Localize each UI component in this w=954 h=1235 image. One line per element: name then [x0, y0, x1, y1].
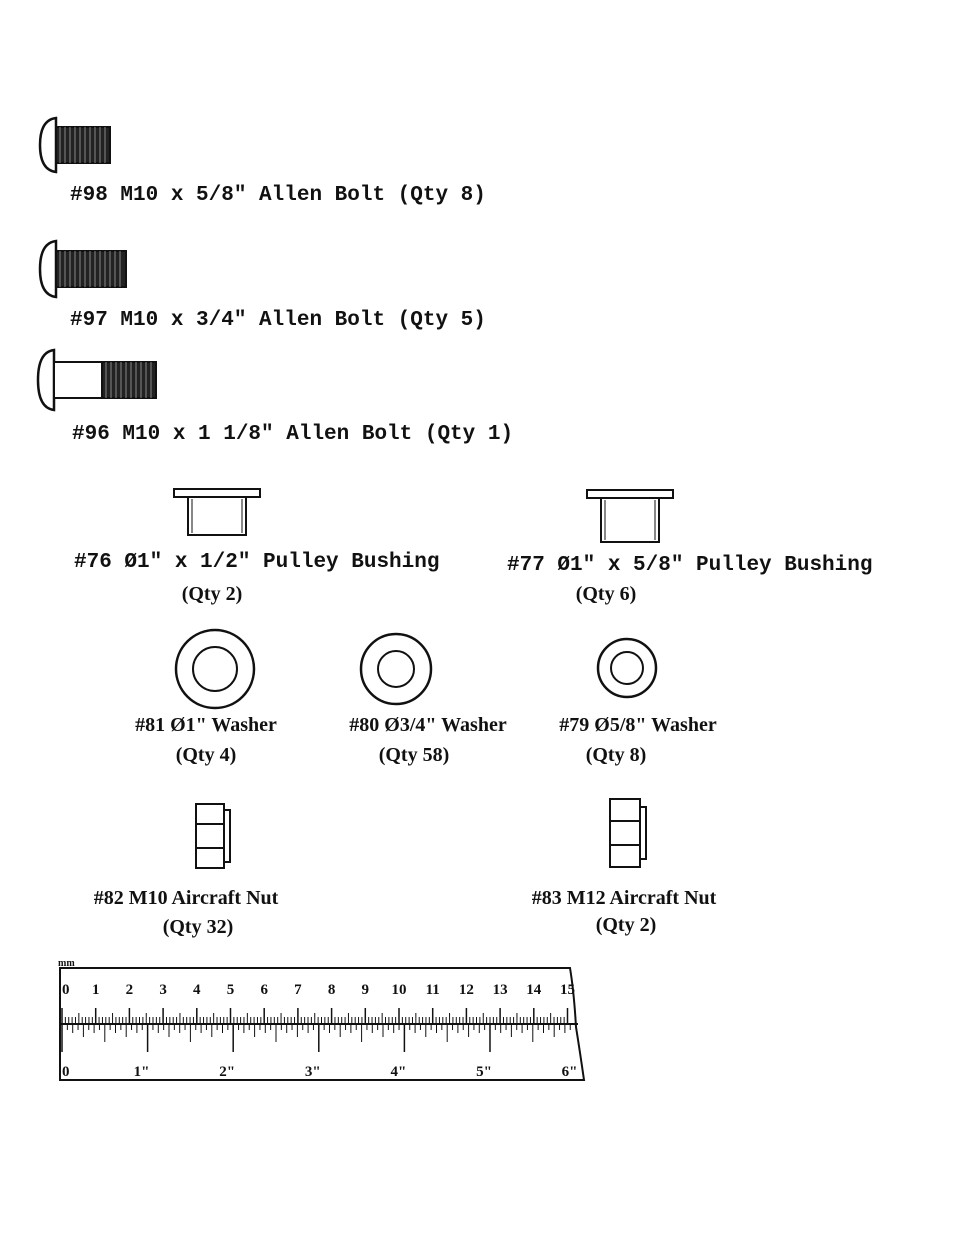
washer-81-qty: (Qty 4)	[175, 744, 237, 766]
washer-81-illustration	[174, 628, 256, 710]
bushing-76-illustration	[173, 488, 261, 536]
washer-79-label: #79 Ø5/8" Washer	[559, 714, 717, 736]
ruler-cm-label: 5	[227, 982, 235, 998]
bolt-97-label: #97 M10 x 3/4" Allen Bolt (Qty 5)	[70, 309, 486, 332]
ruler-cm-label: 3	[159, 982, 167, 998]
ruler-inch-label: 0	[62, 1064, 70, 1080]
washer-80-label: #80 Ø3/4" Washer	[349, 714, 507, 736]
ruler-cm-label: 12	[459, 982, 474, 998]
ruler-cm-label: 1	[92, 982, 100, 998]
washer-79-illustration	[596, 637, 658, 699]
washer-79-qty: (Qty 8)	[585, 744, 647, 766]
bushing-76-qty: (Qty 2)	[181, 583, 243, 605]
washer-80-qty: (Qty 58)	[378, 744, 450, 766]
bushing-77-illustration	[586, 489, 674, 543]
bushing-77-label: #77 Ø1" x 5/8" Pulley Bushing	[507, 554, 873, 577]
bolt-96-label: #96 M10 x 1 1/8" Allen Bolt (Qty 1)	[72, 423, 514, 446]
nut-82-qty: (Qty 32)	[162, 916, 234, 938]
ruler-inch-label: 6"	[562, 1064, 578, 1080]
ruler-inch-labels: 0 1" 2" 3" 4" 5" 6"	[62, 1064, 578, 1080]
ruler-cm-label: 15	[560, 982, 575, 998]
ruler-mm-unit: mm	[58, 958, 75, 969]
bolt-98-label: #98 M10 x 5/8" Allen Bolt (Qty 8)	[70, 184, 486, 207]
nut-82-illustration	[195, 803, 231, 869]
bushing-77-qty: (Qty 6)	[575, 583, 637, 605]
bushing-76-label: #76 Ø1" x 1/2" Pulley Bushing	[74, 551, 440, 574]
ruler-cm-label: 0	[62, 982, 70, 998]
washer-81-label: #81 Ø1" Washer	[135, 714, 277, 736]
ruler-cm-label: 11	[426, 982, 440, 998]
ruler-inch-label: 4"	[390, 1064, 406, 1080]
nut-83-illustration	[609, 798, 647, 868]
bolt-97-illustration	[38, 239, 127, 299]
nut-83-qty: (Qty 2)	[595, 914, 657, 936]
washer-80-illustration	[359, 632, 433, 706]
ruler-cm-label: 9	[362, 982, 370, 998]
nut-83-label: #83 M12 Aircraft Nut	[531, 887, 717, 909]
ruler-inch-label: 3"	[305, 1064, 321, 1080]
ruler-cm-label: 2	[126, 982, 133, 998]
nut-82-label: #82 M10 Aircraft Nut	[93, 887, 279, 909]
ruler-cm-label: 13	[493, 982, 508, 998]
ruler-ticks	[61, 1008, 571, 1052]
ruler-inch-label: 1"	[134, 1064, 150, 1080]
ruler-inch-label: 2"	[219, 1064, 235, 1080]
ruler-cm-label: 6	[260, 982, 268, 998]
ruler-inch-label: 5"	[476, 1064, 492, 1080]
ruler-cm-label: 4	[193, 982, 201, 998]
bolt-98-illustration	[38, 116, 111, 174]
ruler-cm-label: 7	[294, 982, 302, 998]
ruler-cm-label: 10	[392, 982, 407, 998]
bolt-96-illustration	[36, 348, 157, 412]
ruler-cm-label: 14	[526, 982, 542, 998]
ruler-cm-label: 8	[328, 982, 336, 998]
